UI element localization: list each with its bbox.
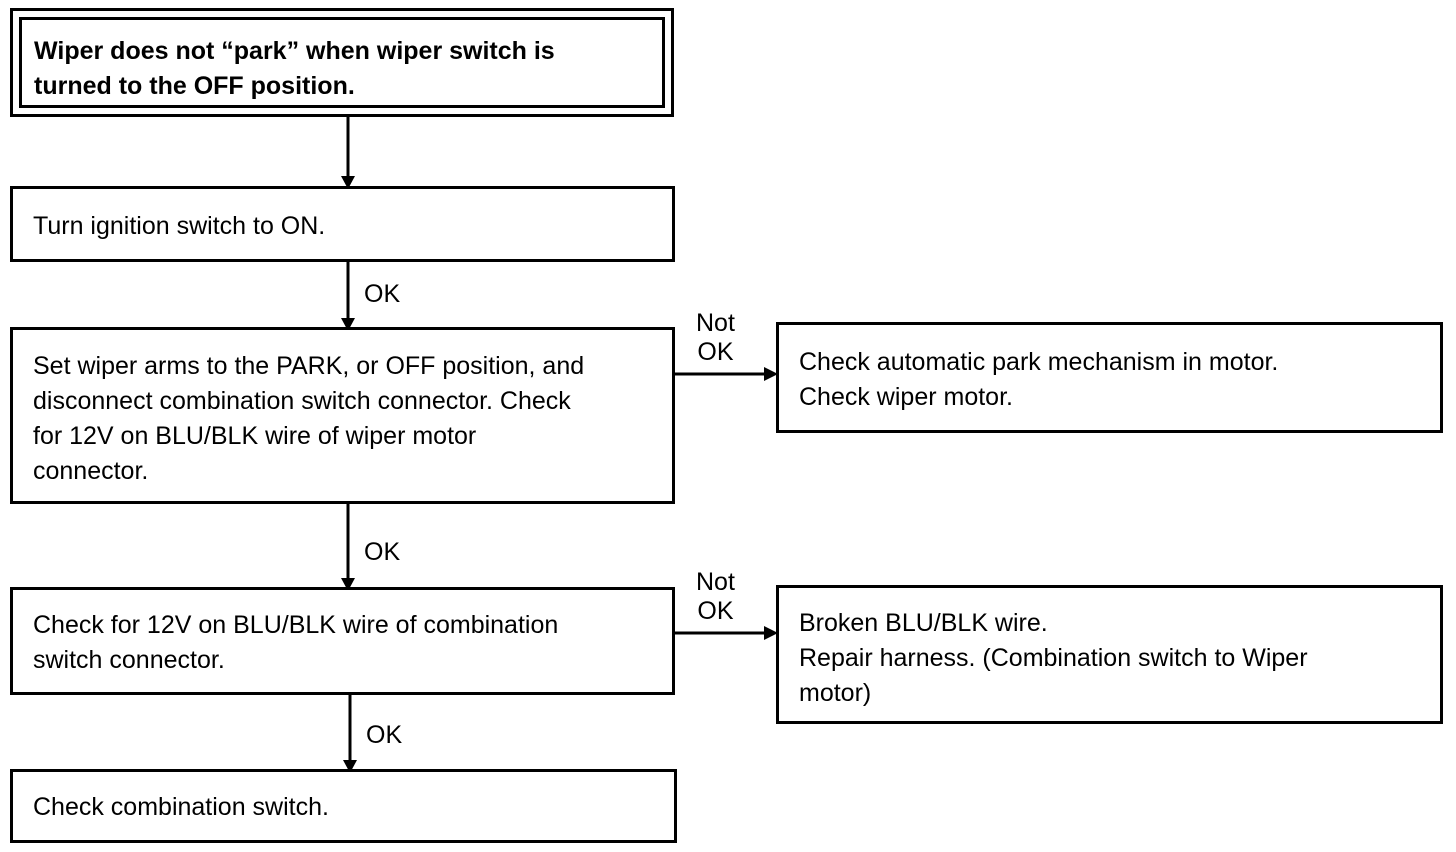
step3-box: Check for 12V on BLU/BLK wire of combina… bbox=[10, 587, 675, 695]
arrowhead-step1 bbox=[341, 176, 355, 189]
ok-label-1: OK bbox=[364, 280, 401, 308]
arrowhead-step3 bbox=[341, 578, 355, 591]
not-ok-label-2: Not OK bbox=[696, 568, 735, 625]
step4-text: Check combination switch. bbox=[33, 793, 329, 821]
step3-text: Check for 12V on BLU/BLK wire of combina… bbox=[33, 611, 559, 674]
result1-text: Check automatic park mechanism in motor.… bbox=[799, 348, 1279, 411]
step4-box: Check combination switch. bbox=[10, 769, 677, 843]
start-box-text: Wiper does not “park” when wiper switch … bbox=[34, 37, 555, 100]
step1-box: Turn ignition switch to ON. bbox=[10, 186, 675, 262]
start-box-inner-border: Wiper does not “park” when wiper switch … bbox=[19, 17, 665, 108]
ok-label-3: OK bbox=[366, 721, 403, 749]
ok-label-2: OK bbox=[364, 538, 401, 566]
step2-text: Set wiper arms to the PARK, or OFF posit… bbox=[33, 352, 585, 485]
arrowhead-result1 bbox=[764, 367, 778, 381]
arrowhead-step4 bbox=[343, 760, 357, 773]
not-ok-label-1: Not OK bbox=[696, 309, 735, 366]
result2-text: Broken BLU/BLK wire. Repair harness. (Co… bbox=[799, 609, 1308, 707]
arrowhead-result2 bbox=[764, 626, 778, 640]
arrowhead-step2 bbox=[341, 318, 355, 331]
result1-box: Check automatic park mechanism in motor.… bbox=[776, 322, 1443, 433]
step2-box: Set wiper arms to the PARK, or OFF posit… bbox=[10, 327, 675, 504]
start-box: Wiper does not “park” when wiper switch … bbox=[10, 8, 674, 117]
step1-text: Turn ignition switch to ON. bbox=[33, 212, 326, 240]
result2-box: Broken BLU/BLK wire. Repair harness. (Co… bbox=[776, 585, 1443, 724]
